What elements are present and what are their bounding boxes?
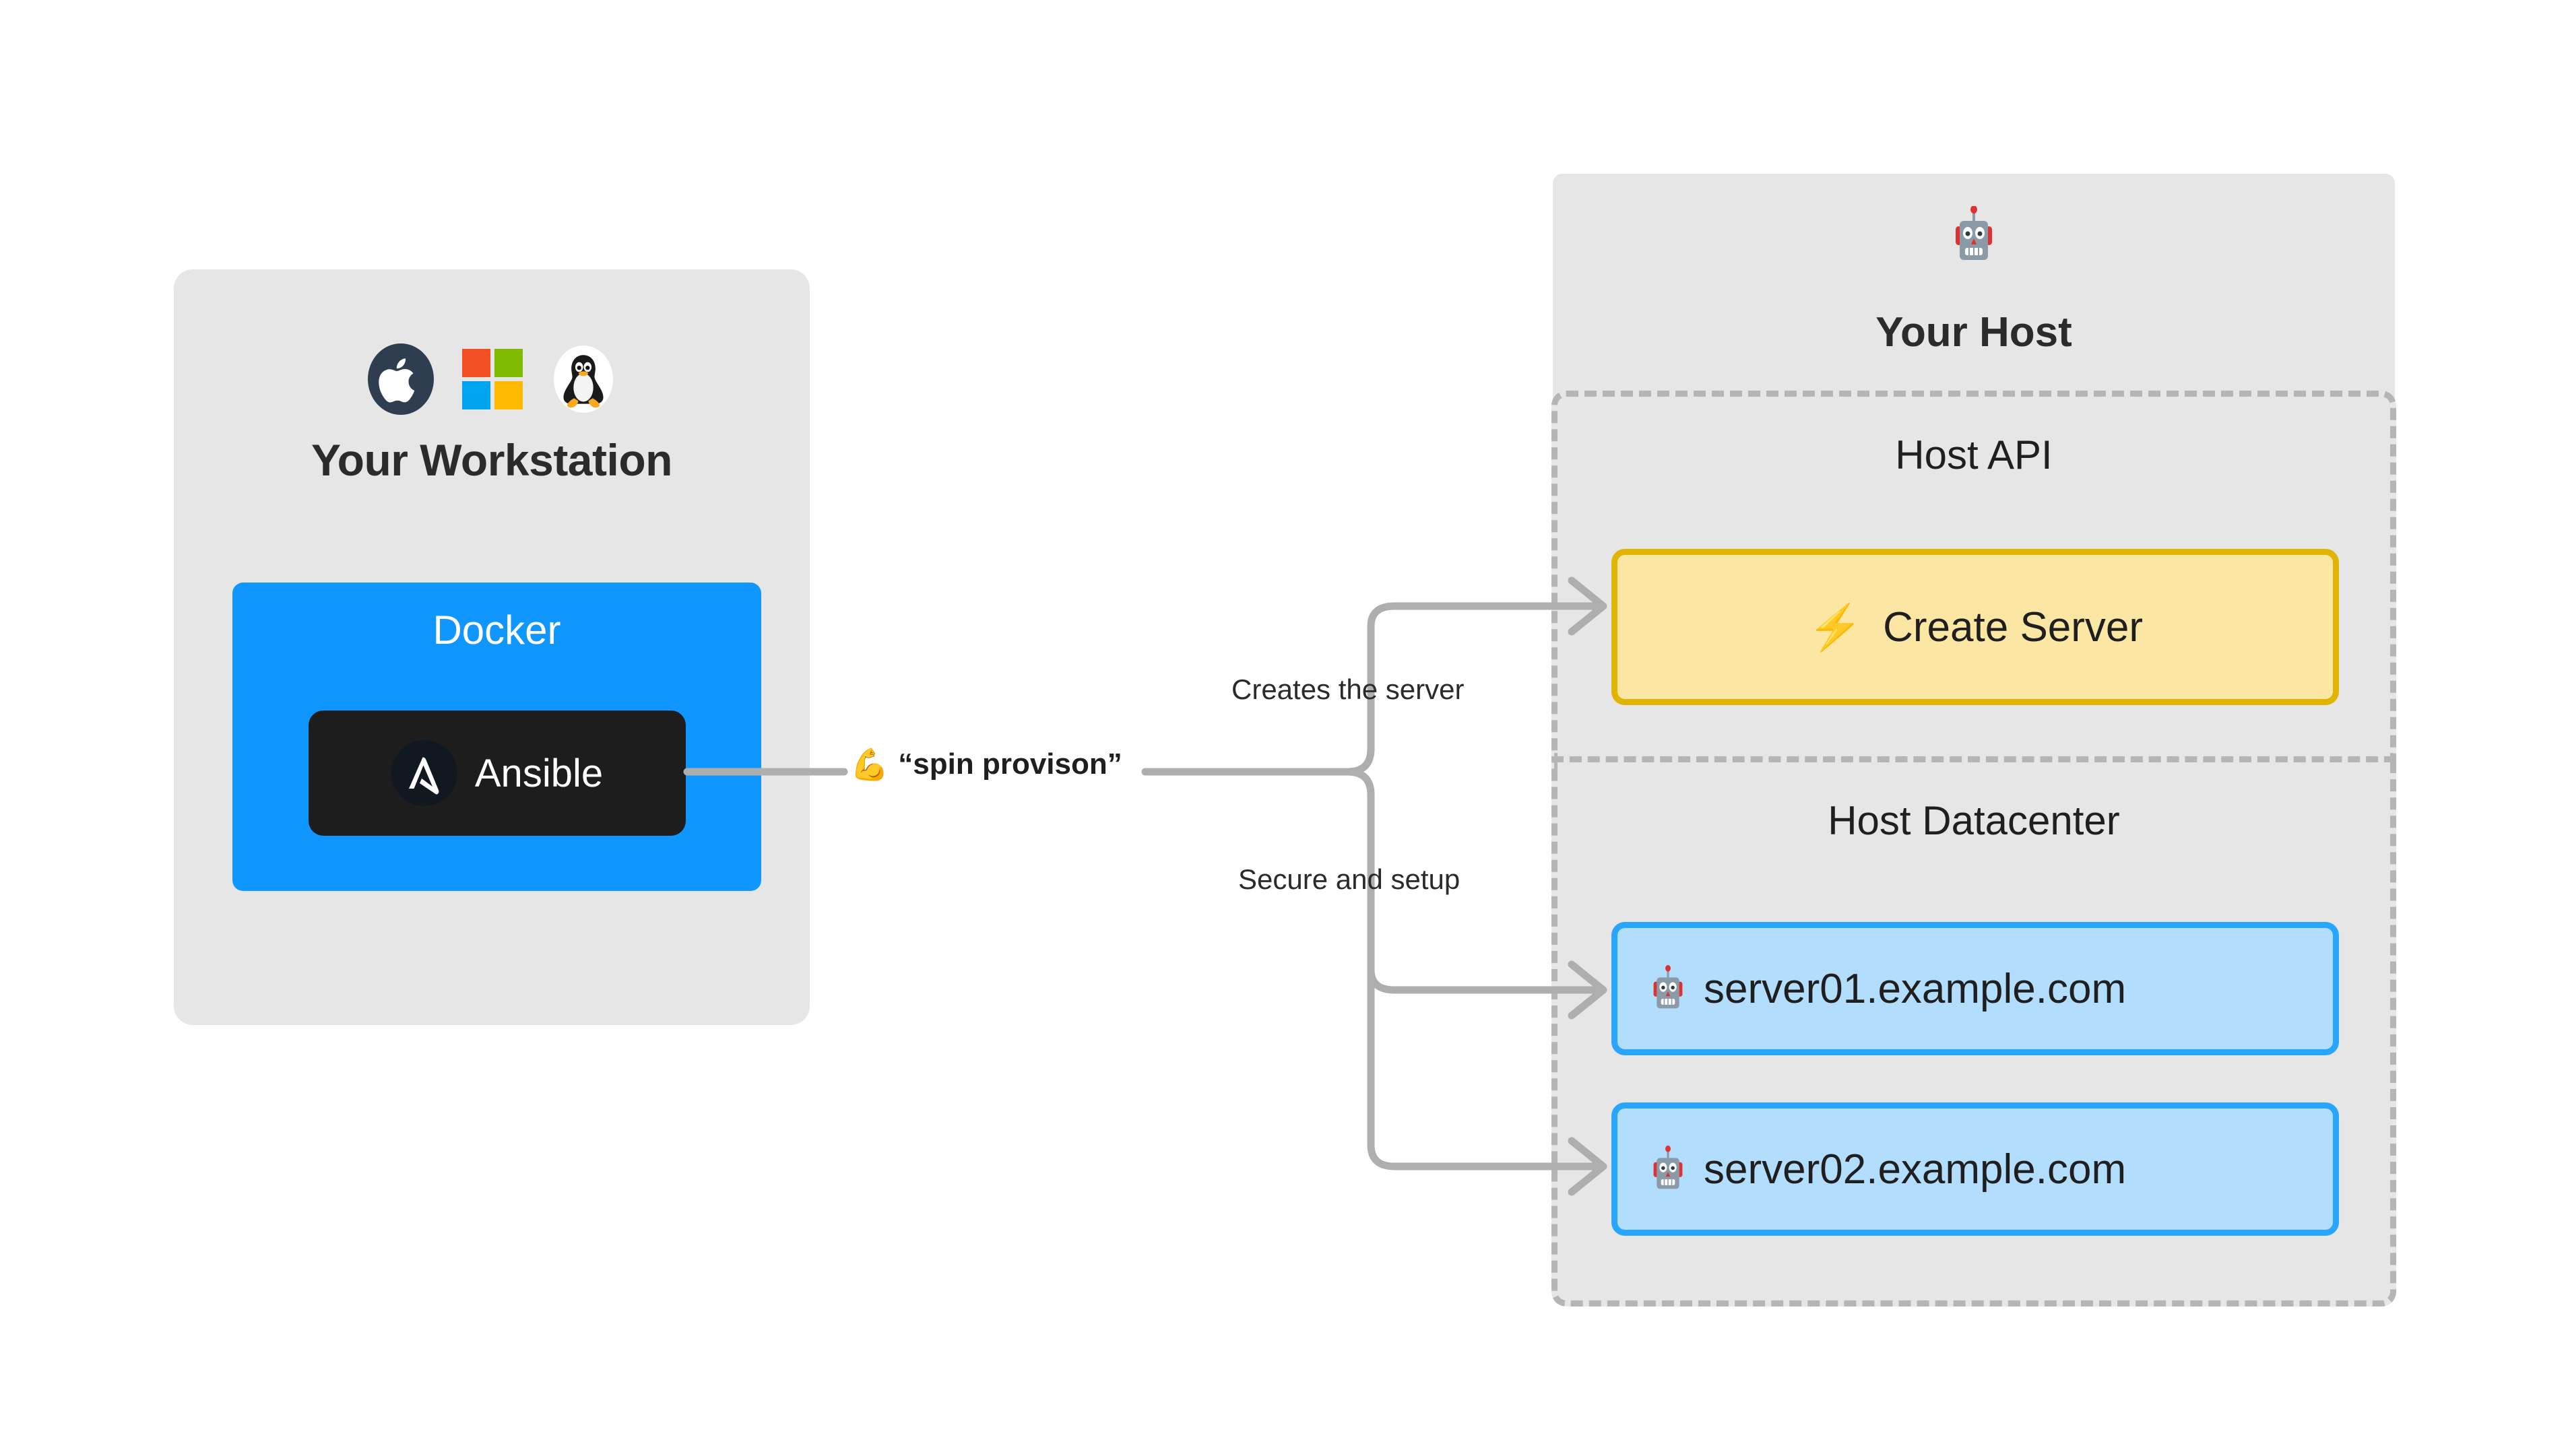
- command-text: “spin provison”: [898, 748, 1122, 781]
- server-card[interactable]: server01.example.com: [1611, 922, 2339, 1055]
- server-hostname: server02.example.com: [1704, 1146, 2127, 1193]
- robot-icon: [1553, 206, 2395, 264]
- ansible-label: Ansible: [474, 751, 604, 795]
- create-server-card[interactable]: ⚡ Create Server: [1611, 549, 2339, 705]
- docker-title: Docker: [432, 607, 561, 653]
- ansible-box: Ansible: [309, 710, 686, 836]
- edge-label-creates-the-server: Creates the server: [1231, 673, 1465, 705]
- os-icon-row: [174, 343, 810, 418]
- apple-icon: [365, 343, 437, 418]
- docker-container-box: Docker Ansible: [232, 583, 761, 891]
- host-api-title: Host API: [1895, 432, 2053, 477]
- host-datacenter-title: Host Datacenter: [1828, 798, 2120, 843]
- workstation-panel: Your Workstation Docker Ansible: [174, 269, 810, 1025]
- server-hostname: server01.example.com: [1704, 965, 2127, 1012]
- linux-tux-icon: [548, 344, 618, 418]
- flexed-biceps-icon: 💪: [850, 747, 889, 782]
- robot-icon: [1650, 965, 1686, 1012]
- ansible-logo-icon: [391, 740, 457, 806]
- workstation-title: Your Workstation: [311, 435, 672, 485]
- host-title: Your Host: [1875, 309, 2072, 356]
- create-server-label: Create Server: [1883, 603, 2144, 651]
- robot-icon: [1650, 1146, 1686, 1193]
- edge-label-secure-and-setup: Secure and setup: [1238, 863, 1460, 895]
- server-card[interactable]: server02.example.com: [1611, 1102, 2339, 1236]
- command-label: 💪 “spin provison”: [850, 748, 1122, 781]
- windows-icon: [461, 348, 524, 414]
- lightning-bolt-icon: ⚡: [1807, 602, 1863, 652]
- edge-split-upper: [1141, 639, 1375, 776]
